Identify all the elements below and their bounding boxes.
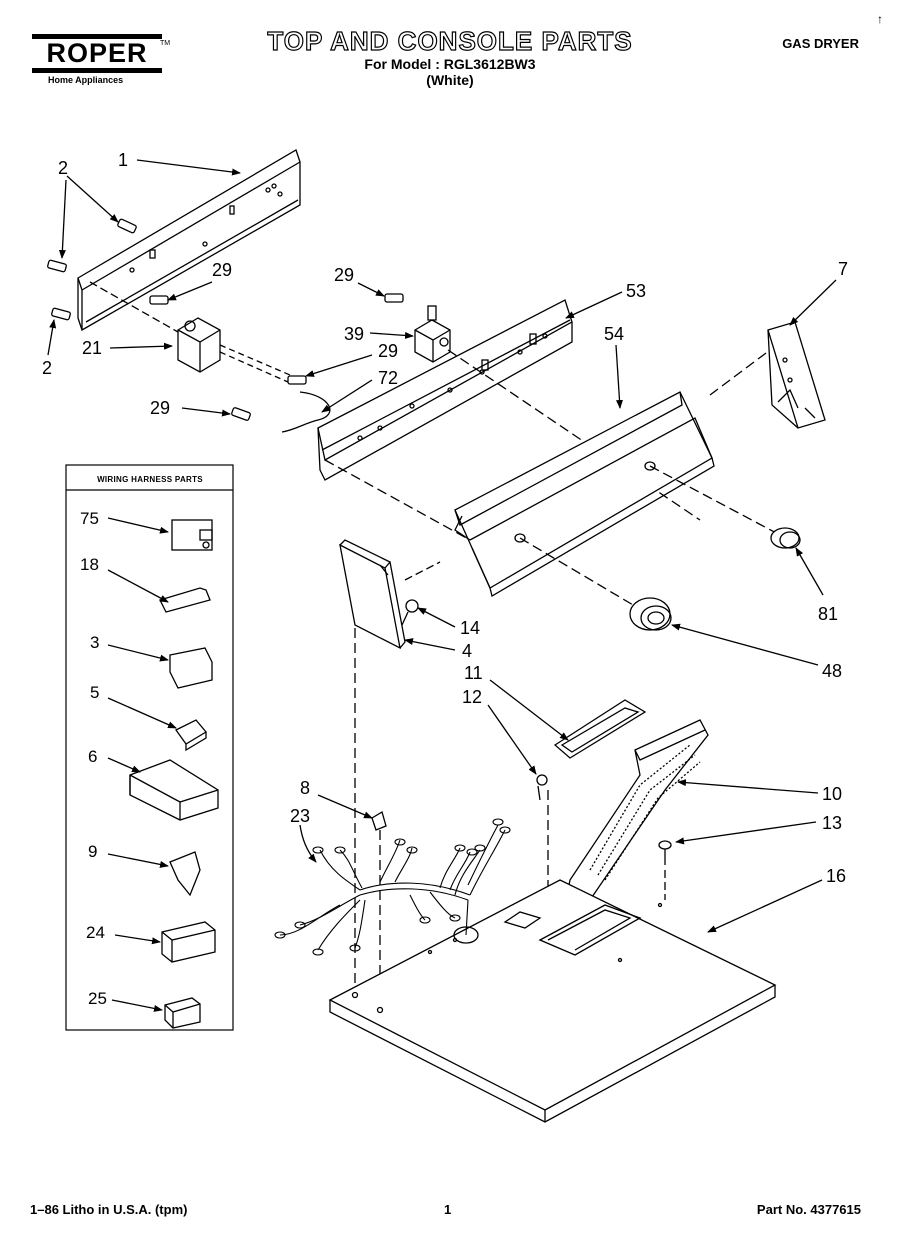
harness-item-5	[175, 719, 207, 752]
brand-trademark: TM	[160, 40, 171, 47]
harness-label-3: 3	[90, 633, 99, 652]
part-53-bracket	[317, 299, 573, 481]
guide-line	[404, 561, 441, 581]
callout-39: 39	[344, 324, 364, 344]
callout-29: 29	[212, 260, 232, 280]
harness-item-18	[159, 587, 211, 613]
harness-label-18: 18	[80, 555, 99, 574]
callout-72: 72	[378, 368, 398, 388]
part-39-switch	[414, 305, 451, 363]
callout-81: 81	[818, 604, 838, 624]
callout-14: 14	[460, 618, 480, 638]
callout-23: 23	[290, 806, 310, 826]
footer-part-number: Part No. 4377615	[756, 1202, 861, 1217]
guide-line	[519, 537, 651, 616]
part-81-knob	[770, 527, 801, 549]
callout-10: 10	[822, 784, 842, 804]
harness-label-24: 24	[86, 923, 105, 942]
callout-8: 8	[300, 778, 310, 798]
callout-53: 53	[626, 281, 646, 301]
harness-item-6	[129, 759, 219, 821]
callout-2: 2	[58, 158, 68, 178]
guide-line	[649, 465, 781, 536]
title-block: TOP AND CONSOLE PARTS For Model : RGL361…	[200, 25, 700, 88]
callout-11: 11	[464, 663, 483, 683]
harness-label-25: 25	[88, 989, 107, 1008]
guide-line	[709, 349, 771, 396]
harness-box-title: WIRING HARNESS PARTS	[97, 475, 203, 484]
harness-item-75	[171, 519, 213, 551]
part-54-console	[454, 391, 715, 597]
harness-labels: 75 18 3 5 6 9 24 25	[80, 509, 107, 1008]
part-1-panel	[77, 149, 301, 331]
callout-29: 29	[150, 398, 170, 418]
harness-item-24	[161, 921, 216, 963]
callout-7: 7	[838, 259, 848, 279]
brand-subtitle: Home Appliances	[48, 75, 124, 85]
brand-logo: ROPER TM Home Appliances	[32, 34, 170, 85]
part-12-clip	[536, 774, 548, 801]
callout-29: 29	[378, 341, 398, 361]
guide-line	[89, 281, 179, 333]
callout-54: 54	[604, 324, 624, 344]
callout-1: 1	[118, 150, 128, 170]
part-29-screw	[384, 293, 404, 303]
part-11-cover	[553, 699, 647, 759]
part-29-screw	[231, 407, 251, 421]
model-line: For Model : RGL3612BW3	[364, 56, 536, 72]
part-29-screw	[287, 375, 307, 385]
footer-litho: 1–86 Litho in U.S.A. (tpm)	[30, 1202, 188, 1217]
part-48-knob	[629, 597, 672, 631]
harness-label-9: 9	[88, 842, 97, 861]
callout-21: 21	[82, 338, 102, 358]
part-2-screws	[47, 218, 137, 321]
callout-13: 13	[822, 813, 842, 833]
part-14-screw	[401, 599, 419, 626]
part-21-switch	[177, 317, 291, 383]
callout-labels: 1 2 2 2 29 21 29 39 29 72 29 53 54 7 81 …	[42, 150, 848, 886]
harness-item-9	[169, 851, 201, 897]
harness-item-3	[169, 647, 213, 689]
product-category: GAS DRYER	[782, 36, 859, 51]
callout-12: 12	[462, 687, 482, 707]
footer-page-number: 1	[444, 1202, 452, 1217]
callout-48: 48	[822, 661, 842, 681]
part-16-top-panel	[328, 879, 777, 1123]
part-4-bracket	[339, 539, 406, 650]
harness-item-25	[164, 997, 201, 1029]
part-23-wiring-harness	[274, 818, 511, 956]
callout-2: 2	[42, 358, 52, 378]
callout-4: 4	[462, 641, 472, 661]
guide-line	[447, 349, 701, 521]
part-72-wire	[281, 391, 331, 433]
part-29-screw	[149, 295, 169, 305]
callout-16: 16	[826, 866, 846, 886]
corner-arrow-icon: ↑	[877, 12, 883, 26]
harness-arrows	[107, 517, 177, 1012]
guide-line	[324, 459, 471, 541]
callout-29: 29	[334, 265, 354, 285]
part-7-endcap	[767, 321, 826, 429]
harness-label-6: 6	[88, 747, 97, 766]
harness-label-5: 5	[90, 683, 99, 702]
brand-name: ROPER	[32, 34, 162, 73]
color-line: (White)	[426, 72, 474, 88]
page-title: TOP AND CONSOLE PARTS	[267, 25, 633, 56]
part-13-screw	[658, 840, 672, 865]
callout-arrows	[47, 159, 837, 933]
part-8-clip	[371, 811, 387, 831]
harness-label-75: 75	[80, 509, 99, 528]
